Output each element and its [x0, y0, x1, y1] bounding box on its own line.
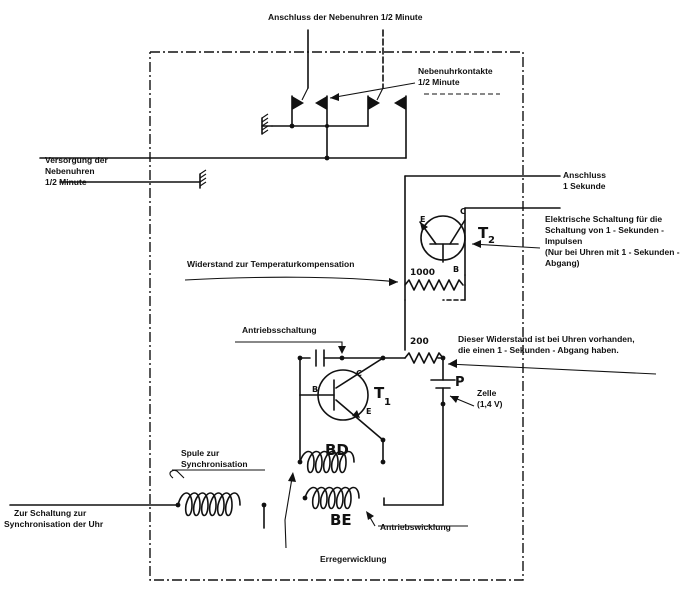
label-widerstand-temperatur: Widerstand zur Temperaturkompensation — [187, 259, 354, 269]
label-elektrische-schaltung-3: Impulsen — [545, 236, 582, 246]
label-anschluss-nebenuhren: Anschluss der Nebenuhren 1/2 Minute — [268, 12, 423, 22]
label-elektrische-schaltung-2: Schaltung von 1 - Sekunden - — [545, 225, 664, 235]
housing-frame — [149, 51, 524, 581]
label-nebenuhrkontakte: Nebenuhrkontakte — [418, 66, 493, 76]
label-dieser-widerstand-1: Dieser Widerstand ist bei Uhren vorhande… — [458, 334, 635, 344]
one-second-circuit — [184, 175, 561, 351]
label-t2-emitter: E — [420, 215, 425, 224]
label-erregerwicklung: Erregerwicklung — [320, 554, 387, 564]
label-t1-collector: C — [356, 369, 362, 378]
label-zelle-voltage: (1,4 V) — [477, 399, 503, 409]
label-versorgung-time: 1/2 Minute — [45, 177, 87, 187]
label-t1-emitter: E — [366, 407, 371, 416]
label-t1: T — [374, 384, 385, 402]
drive-circuit — [235, 341, 657, 549]
label-elektrische-schaltung-4: (Nur bei Uhren mit 1 - Sekunden - — [545, 247, 680, 257]
label-anschluss-sekunde-value: 1 Sekunde — [563, 181, 606, 191]
label-zur-schaltung: Zur Schaltung zur — [14, 508, 87, 518]
label-spule-synchronisation: Synchronisation — [181, 459, 248, 469]
label-versorgung: Versorgung der — [45, 155, 109, 165]
label-nebenuhrkontakte-time: 1/2 Minute — [418, 77, 460, 87]
label-t2-subscript: 2 — [488, 235, 495, 246]
sync-coil — [9, 469, 267, 529]
label-t2-collector: C — [460, 207, 466, 216]
label-t1-subscript: 1 — [384, 397, 391, 408]
label-zelle: Zelle — [477, 388, 497, 398]
label-elektrische-schaltung-1: Elektrische Schaltung für die — [545, 214, 662, 224]
label-coil-bd: BD — [325, 441, 349, 459]
label-elektrische-schaltung-5: Abgang) — [545, 258, 580, 268]
label-zur-schaltung-synchronisation: Synchronisation der Uhr — [4, 519, 104, 529]
label-antriebsschaltung: Antriebsschaltung — [242, 325, 317, 335]
slave-clock-contacts — [39, 29, 500, 189]
label-dieser-widerstand-2: die einen 1 - Sekunden - Abgang haben. — [458, 345, 619, 355]
label-coil-be: BE — [330, 511, 352, 529]
label-cell-p: P — [455, 375, 465, 390]
label-t2: T — [478, 224, 489, 242]
label-t1-base: B — [312, 385, 318, 394]
label-spule: Spule zur — [181, 448, 220, 458]
label-antriebswicklung: Antriebswicklung — [380, 522, 451, 532]
label-t2-base: B — [453, 265, 459, 274]
label-resistor-1000: 1000 — [410, 268, 435, 278]
label-resistor-200: 200 — [410, 337, 429, 347]
label-versorgung-nebenuhren: Nebenuhren — [45, 166, 95, 176]
label-anschluss-sekunde: Anschluss — [563, 170, 606, 180]
